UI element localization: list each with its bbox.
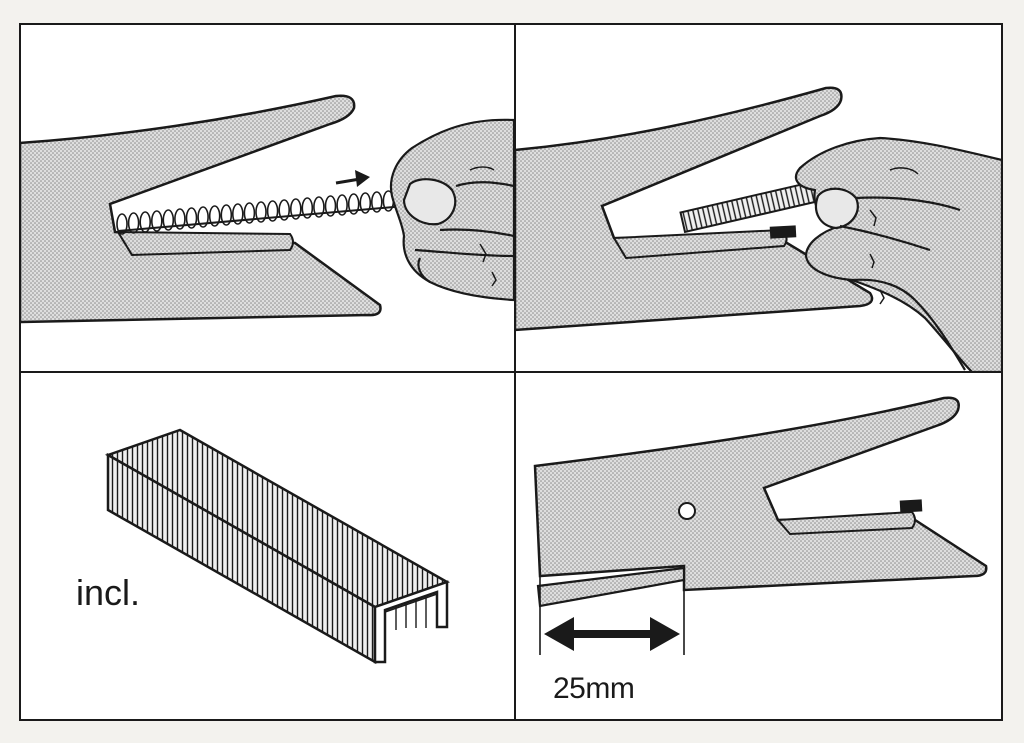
spring-end xyxy=(769,225,797,239)
spring-coil xyxy=(208,205,221,227)
spring-icon xyxy=(116,189,406,235)
stapler-body xyxy=(516,86,874,332)
stapler-body xyxy=(533,396,988,592)
spring-coil xyxy=(232,203,244,225)
spring-coil xyxy=(278,199,291,221)
spring-coil xyxy=(174,208,186,230)
spring-coil xyxy=(197,206,209,228)
spring-coil xyxy=(347,193,360,215)
stapler-open-pull-spring xyxy=(21,94,514,324)
stapler-open-insert-staples xyxy=(516,86,1001,371)
double-arrow-icon xyxy=(544,617,680,651)
spring-coil xyxy=(185,207,198,229)
spring-coil xyxy=(301,197,314,219)
staple-strip-illustration xyxy=(104,428,451,665)
spring-coil xyxy=(370,191,383,213)
spring-coil xyxy=(266,200,279,222)
spring-coil xyxy=(359,192,372,214)
pivot-icon xyxy=(678,502,696,520)
spring-coil xyxy=(255,201,267,223)
spring-coil xyxy=(127,212,140,234)
arrow-right-icon xyxy=(335,170,370,187)
spring-coil xyxy=(313,196,325,218)
staple-channel xyxy=(116,230,294,257)
spring-coil xyxy=(289,198,302,220)
spring-coil xyxy=(220,204,233,226)
spring-coil xyxy=(139,211,151,233)
spring-coil xyxy=(243,202,256,224)
spring-coil xyxy=(151,210,163,232)
spring-coil xyxy=(162,209,175,231)
spring-end xyxy=(899,499,923,513)
spring-coil xyxy=(324,195,337,217)
included-label: incl. xyxy=(76,572,141,613)
dimension-label: 25mm xyxy=(553,672,635,705)
staple-channel xyxy=(775,510,916,536)
spring-coil xyxy=(116,213,128,235)
spring-coil xyxy=(336,194,348,216)
hand-icon xyxy=(794,136,1001,371)
staple-strip-end xyxy=(373,580,449,664)
stapler-depth-illustration xyxy=(533,396,988,655)
stapler-body xyxy=(21,94,382,324)
hand-icon xyxy=(389,118,514,302)
